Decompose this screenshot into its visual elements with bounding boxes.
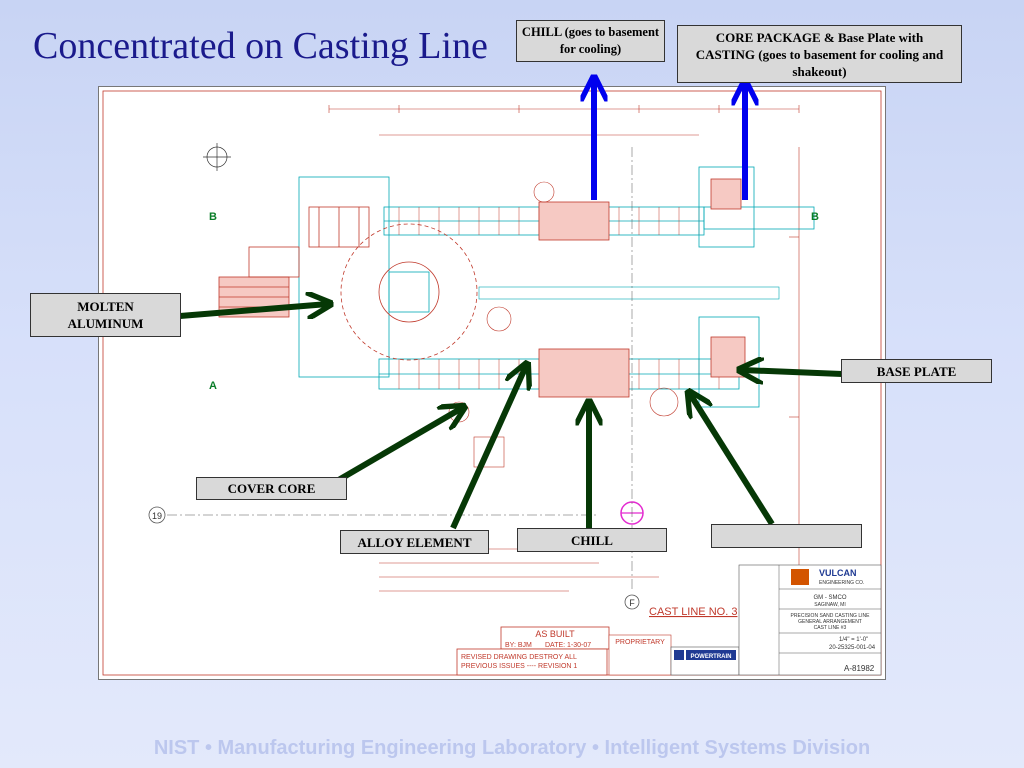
slide-title: Concentrated on Casting Line: [33, 25, 488, 67]
doc-title-1: PRECISION SAND CASTING LINE: [791, 613, 871, 619]
customer-city: SAGINAW, MI: [814, 602, 845, 608]
proprietary-label: PROPRIETARY: [615, 639, 665, 646]
cast-line-label: CAST LINE NO. 3: [649, 606, 737, 618]
grid-label-19: 19: [152, 511, 162, 521]
company-sub: ENGINEERING CO.: [819, 580, 864, 586]
as-built-label: AS BUILT: [535, 629, 575, 639]
callout-alloy-element: ALLOY ELEMENT: [340, 530, 489, 554]
sheet-number: A-81982: [844, 664, 875, 673]
callout-base-plate: BASE PLATE: [841, 359, 992, 383]
scale-value: 1/4" = 1'-0": [839, 637, 868, 643]
doc-title-2: GENERAL ARRANGEMENT: [798, 619, 862, 625]
company-name: VULCAN: [819, 568, 857, 578]
callout-cover-core: COVER CORE: [196, 477, 347, 500]
callout-molten-aluminum: MOLTEN ALUMINUM: [30, 293, 181, 337]
as-built-by: BY: BJM: [505, 642, 532, 649]
view-marker-b: B: [209, 211, 217, 223]
view-marker-a: A: [209, 380, 217, 392]
doc-title-3: CAST LINE #3: [814, 625, 847, 631]
revised-line-2: PREVIOUS ISSUES ---- REVISION 1: [461, 663, 577, 670]
as-built-date: DATE: 1-30-07: [545, 642, 591, 649]
view-marker-b-right: B: [811, 211, 819, 223]
cad-drawing: 19 F A B B CAST LINE NO. 3 AS BUILT BY: …: [98, 86, 886, 680]
customer-name: GM - SMCO: [814, 595, 847, 601]
revised-line-1: REVISED DRAWING DESTROY ALL: [461, 654, 577, 661]
callout-chill-bottom: CHILL: [517, 528, 667, 552]
grid-label-f: F: [629, 598, 635, 608]
drawing-number: 20-25325-001-04: [829, 645, 876, 651]
callout-core-package-top: CORE PACKAGE & Base Plate with CASTING (…: [677, 25, 962, 83]
slide-footer: NIST • Manufacturing Engineering Laborat…: [153, 737, 871, 759]
callout-core-package: [711, 524, 862, 548]
powertrain-logo: POWERTRAIN: [691, 654, 732, 660]
callout-chill-top: CHILL (goes to basement for cooling): [516, 20, 665, 62]
